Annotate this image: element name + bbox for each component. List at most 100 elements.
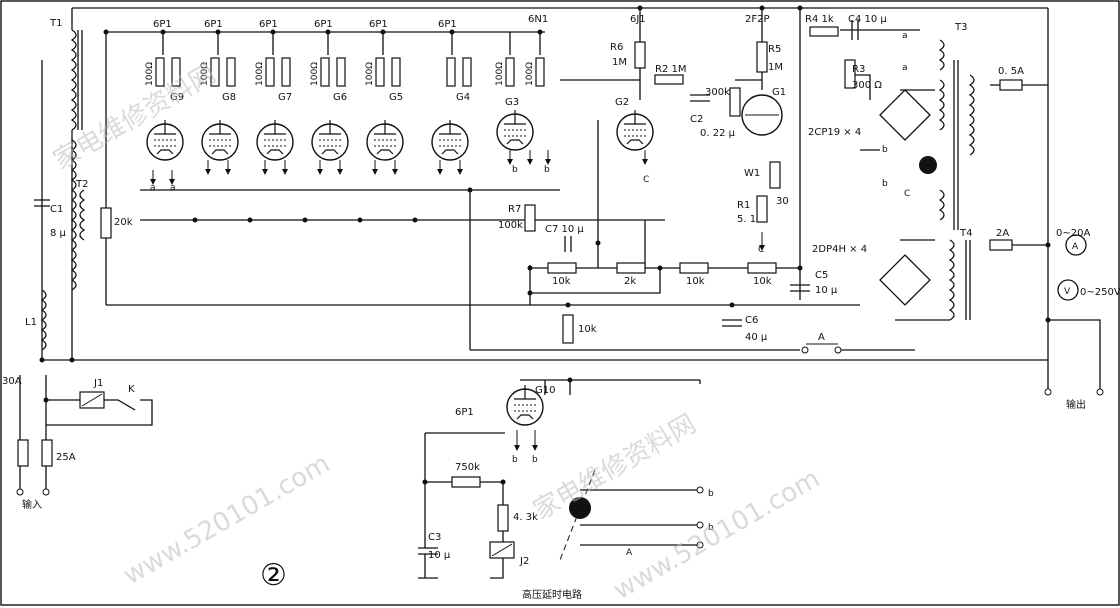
components	[16, 20, 1104, 579]
label-2f2p: 2F2P	[745, 14, 770, 25]
svg-text:b: b	[512, 165, 518, 175]
label-r6-value: 1M	[612, 57, 627, 68]
label-10k: 10k	[686, 276, 705, 287]
label-g9: G9	[170, 92, 184, 103]
label-r3-value: 300 Ω	[852, 80, 882, 91]
labels: 6P1 6P1 6P1 6P1 6P1 6P1 6N1 6J1 2F2P 100…	[2, 14, 1120, 601]
svg-text:www.520101.com: www.520101.com	[119, 449, 336, 591]
label-g4: G4	[456, 92, 470, 103]
svg-text:A: A	[626, 548, 633, 558]
label-100ohm: 100Ω	[495, 62, 505, 86]
label-6p1: 6P1	[153, 19, 172, 30]
svg-text:C: C	[904, 189, 910, 199]
label-fuse-2a: 2A	[996, 228, 1009, 239]
label-g5: G5	[389, 92, 403, 103]
label-c1-value: 8 μ	[50, 228, 67, 239]
label-g2: G2	[615, 97, 629, 108]
label-g6: G6	[333, 92, 347, 103]
svg-text:b: b	[512, 455, 518, 465]
label-100ohm: 100Ω	[145, 62, 155, 86]
label-j1: J1	[93, 378, 103, 389]
label-g7: G7	[278, 92, 292, 103]
label-t2: T2	[75, 179, 88, 190]
label-r1: R1	[737, 200, 750, 211]
label-g1: G1	[772, 87, 786, 98]
label-r2: R2 1M	[655, 64, 686, 75]
svg-text:a: a	[170, 183, 176, 193]
label-fuse-30a: 30A	[2, 376, 22, 387]
label-6p1: 6P1	[314, 19, 333, 30]
svg-text:b: b	[708, 523, 714, 533]
label-r6: R6	[610, 42, 623, 53]
label-c5-value: 10 μ	[815, 285, 838, 296]
label-g10: G10	[535, 385, 555, 396]
label-j2: J2	[519, 556, 529, 567]
label-r7: R7	[508, 204, 521, 215]
figure-number: ②	[260, 558, 287, 593]
svg-text:www.520101.com: www.520101.com	[609, 464, 826, 606]
label-20k: 20k	[114, 217, 133, 228]
svg-text:b: b	[544, 165, 550, 175]
label-w1: W1	[744, 168, 760, 179]
label-r7-value: 100k	[498, 220, 523, 231]
label-r3: R3	[852, 64, 865, 75]
label-input: 输入	[22, 498, 42, 511]
label-6p1: 6P1	[259, 19, 278, 30]
label-k: K	[128, 384, 135, 395]
label-c6-value: 40 μ	[745, 332, 768, 343]
label-w1-value: 30	[776, 196, 789, 207]
label-c2: C2	[690, 114, 703, 125]
junction-dots	[39, 5, 1051, 485]
label-c5: C5	[815, 270, 828, 281]
label-6p1: 6P1	[369, 19, 388, 30]
label-g8: G8	[222, 92, 236, 103]
label-6p1: 6P1	[438, 19, 457, 30]
label-c3: C3	[428, 532, 441, 543]
label-r5-value: 1M	[768, 62, 783, 73]
label-c4: C4 10 μ	[848, 14, 887, 25]
label-switch-a: A	[818, 332, 825, 343]
svg-text:a: a	[902, 31, 908, 41]
label-fuse-0-5a: 0. 5A	[998, 66, 1024, 77]
label-10k: 10k	[578, 324, 597, 335]
label-t3: T3	[954, 22, 967, 33]
label-c2-value: 0. 22 μ	[700, 128, 736, 139]
label-10k: 10k	[552, 276, 571, 287]
svg-text:C: C	[758, 245, 764, 255]
svg-text:b: b	[882, 179, 888, 189]
label-c3-value: 10 μ	[428, 550, 451, 561]
ammeter-symbol: A	[1072, 242, 1079, 252]
label-100ohm: 100Ω	[310, 62, 320, 86]
label-100ohm: 100Ω	[255, 62, 265, 86]
label-10k: 10k	[753, 276, 772, 287]
label-6p1: 6P1	[204, 19, 223, 30]
wiring	[41, 7, 1101, 390]
label-100ohm: 100Ω	[200, 62, 210, 86]
svg-text:b: b	[882, 145, 888, 155]
label-4-3k: 4. 3k	[513, 512, 538, 523]
label-voltmeter-range: 0~250V	[1080, 287, 1120, 298]
svg-text:家电维修资料网: 家电维修资料网	[529, 409, 702, 526]
label-6n1: 6N1	[528, 14, 548, 25]
voltmeter-symbol: V	[1064, 287, 1071, 297]
label-750k: 750k	[455, 462, 480, 473]
svg-text:b: b	[708, 489, 714, 499]
label-300k: 300k	[705, 87, 730, 98]
label-2cp19: 2CP19 × 4	[808, 127, 861, 138]
label-r4: R4 1k	[805, 14, 834, 25]
label-fuse-25a: 25A	[56, 452, 76, 463]
label-r5: R5	[768, 44, 781, 55]
label-t4: T4	[959, 228, 972, 239]
label-l1: L1	[25, 317, 37, 328]
svg-text:b: b	[532, 455, 538, 465]
label-g10-type: 6P1	[455, 407, 474, 418]
label-r1-value: 5. 1	[737, 214, 756, 225]
label-100ohm: 100Ω	[365, 62, 375, 86]
label-2k: 2k	[624, 276, 636, 287]
label-ammeter-range: 0~20A	[1056, 228, 1090, 239]
svg-text:C: C	[643, 175, 649, 185]
label-2dp4h: 2DP4H × 4	[812, 244, 867, 255]
label-c6: C6	[745, 315, 758, 326]
